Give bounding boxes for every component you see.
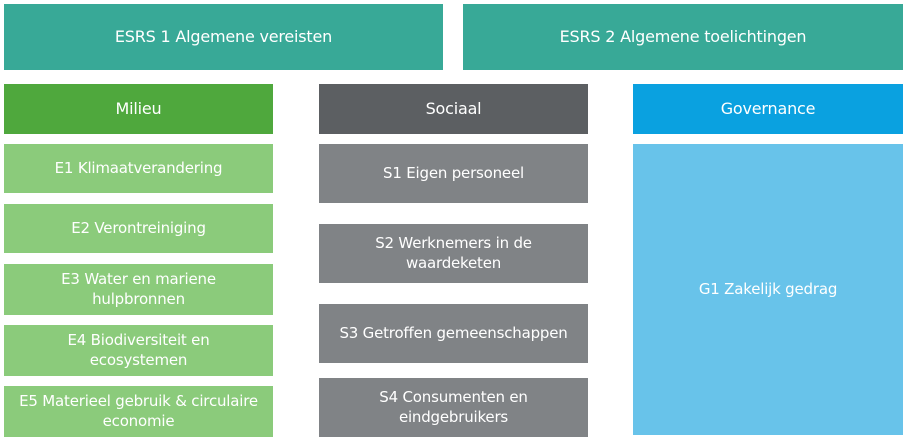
social-item-s2: S2 Werknemers in de waardeketen bbox=[319, 224, 588, 283]
environment-item-e5: E5 Materieel gebruik & circulaire econom… bbox=[4, 386, 273, 437]
social-item-label: S4 Consumenten en eindgebruikers bbox=[379, 387, 528, 426]
social-header-label: Sociaal bbox=[425, 99, 482, 119]
social-item-label: S2 Werknemers in de waardeketen bbox=[375, 233, 532, 272]
esrs2-label: ESRS 2 Algemene toelichtingen bbox=[559, 27, 807, 47]
environment-item-e2: E2 Verontreiniging bbox=[4, 204, 273, 253]
environment-item-e4: E4 Biodiversiteit en ecosystemen bbox=[4, 325, 273, 376]
governance-item-g1: G1 Zakelijk gedrag bbox=[633, 144, 903, 435]
social-header: Sociaal bbox=[319, 84, 588, 134]
social-item-label: S1 Eigen personeel bbox=[383, 163, 524, 182]
governance-header: Governance bbox=[633, 84, 903, 134]
environment-item-label: E3 Water en mariene hulpbronnen bbox=[61, 269, 216, 308]
social-item-label: S3 Getroffen gemeenschappen bbox=[339, 323, 568, 342]
environment-header: Milieu bbox=[4, 84, 273, 134]
environment-item-label: E4 Biodiversiteit en ecosystemen bbox=[67, 330, 210, 369]
social-item-s4: S4 Consumenten en eindgebruikers bbox=[319, 378, 588, 437]
esrs1-box: ESRS 1 Algemene vereisten bbox=[4, 4, 443, 70]
social-item-s3: S3 Getroffen gemeenschappen bbox=[319, 304, 588, 363]
governance-item-label: G1 Zakelijk gedrag bbox=[698, 279, 838, 298]
esrs2-box: ESRS 2 Algemene toelichtingen bbox=[463, 4, 903, 70]
environment-item-label: E2 Verontreiniging bbox=[71, 218, 206, 237]
esrs1-label: ESRS 1 Algemene vereisten bbox=[114, 27, 333, 47]
social-item-s1: S1 Eigen personeel bbox=[319, 144, 588, 203]
governance-header-label: Governance bbox=[720, 99, 816, 119]
environment-item-label: E1 Klimaatverandering bbox=[54, 158, 223, 177]
environment-header-label: Milieu bbox=[115, 99, 162, 119]
environment-item-e3: E3 Water en mariene hulpbronnen bbox=[4, 264, 273, 315]
environment-item-e1: E1 Klimaatverandering bbox=[4, 144, 273, 193]
environment-item-label: E5 Materieel gebruik & circulaire econom… bbox=[19, 391, 258, 430]
